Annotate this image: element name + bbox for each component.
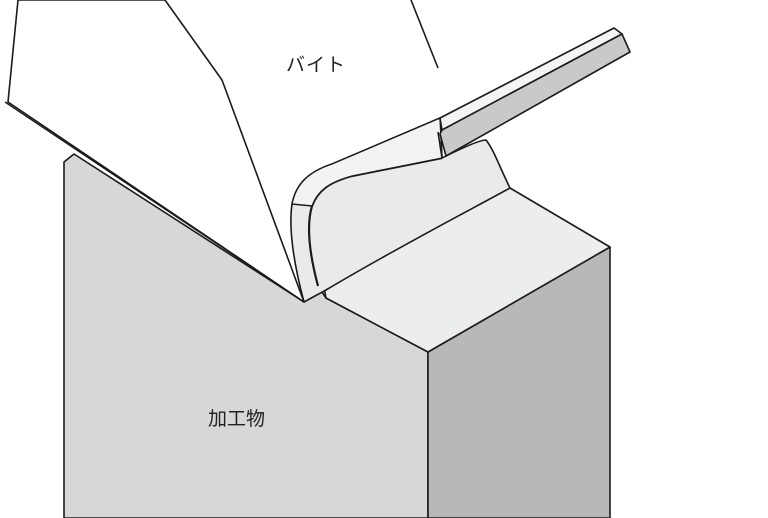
chip-edge-shadow	[437, 131, 443, 159]
workpiece-label: 加工物	[208, 408, 266, 430]
cutting-tool	[7, 0, 305, 303]
tool-back-edge	[410, 0, 439, 69]
tool-label: バイト	[286, 54, 347, 76]
chip-tip-top	[439, 27, 623, 131]
chip-tip-side	[439, 33, 631, 157]
tool-rake-edge	[4, 101, 305, 303]
